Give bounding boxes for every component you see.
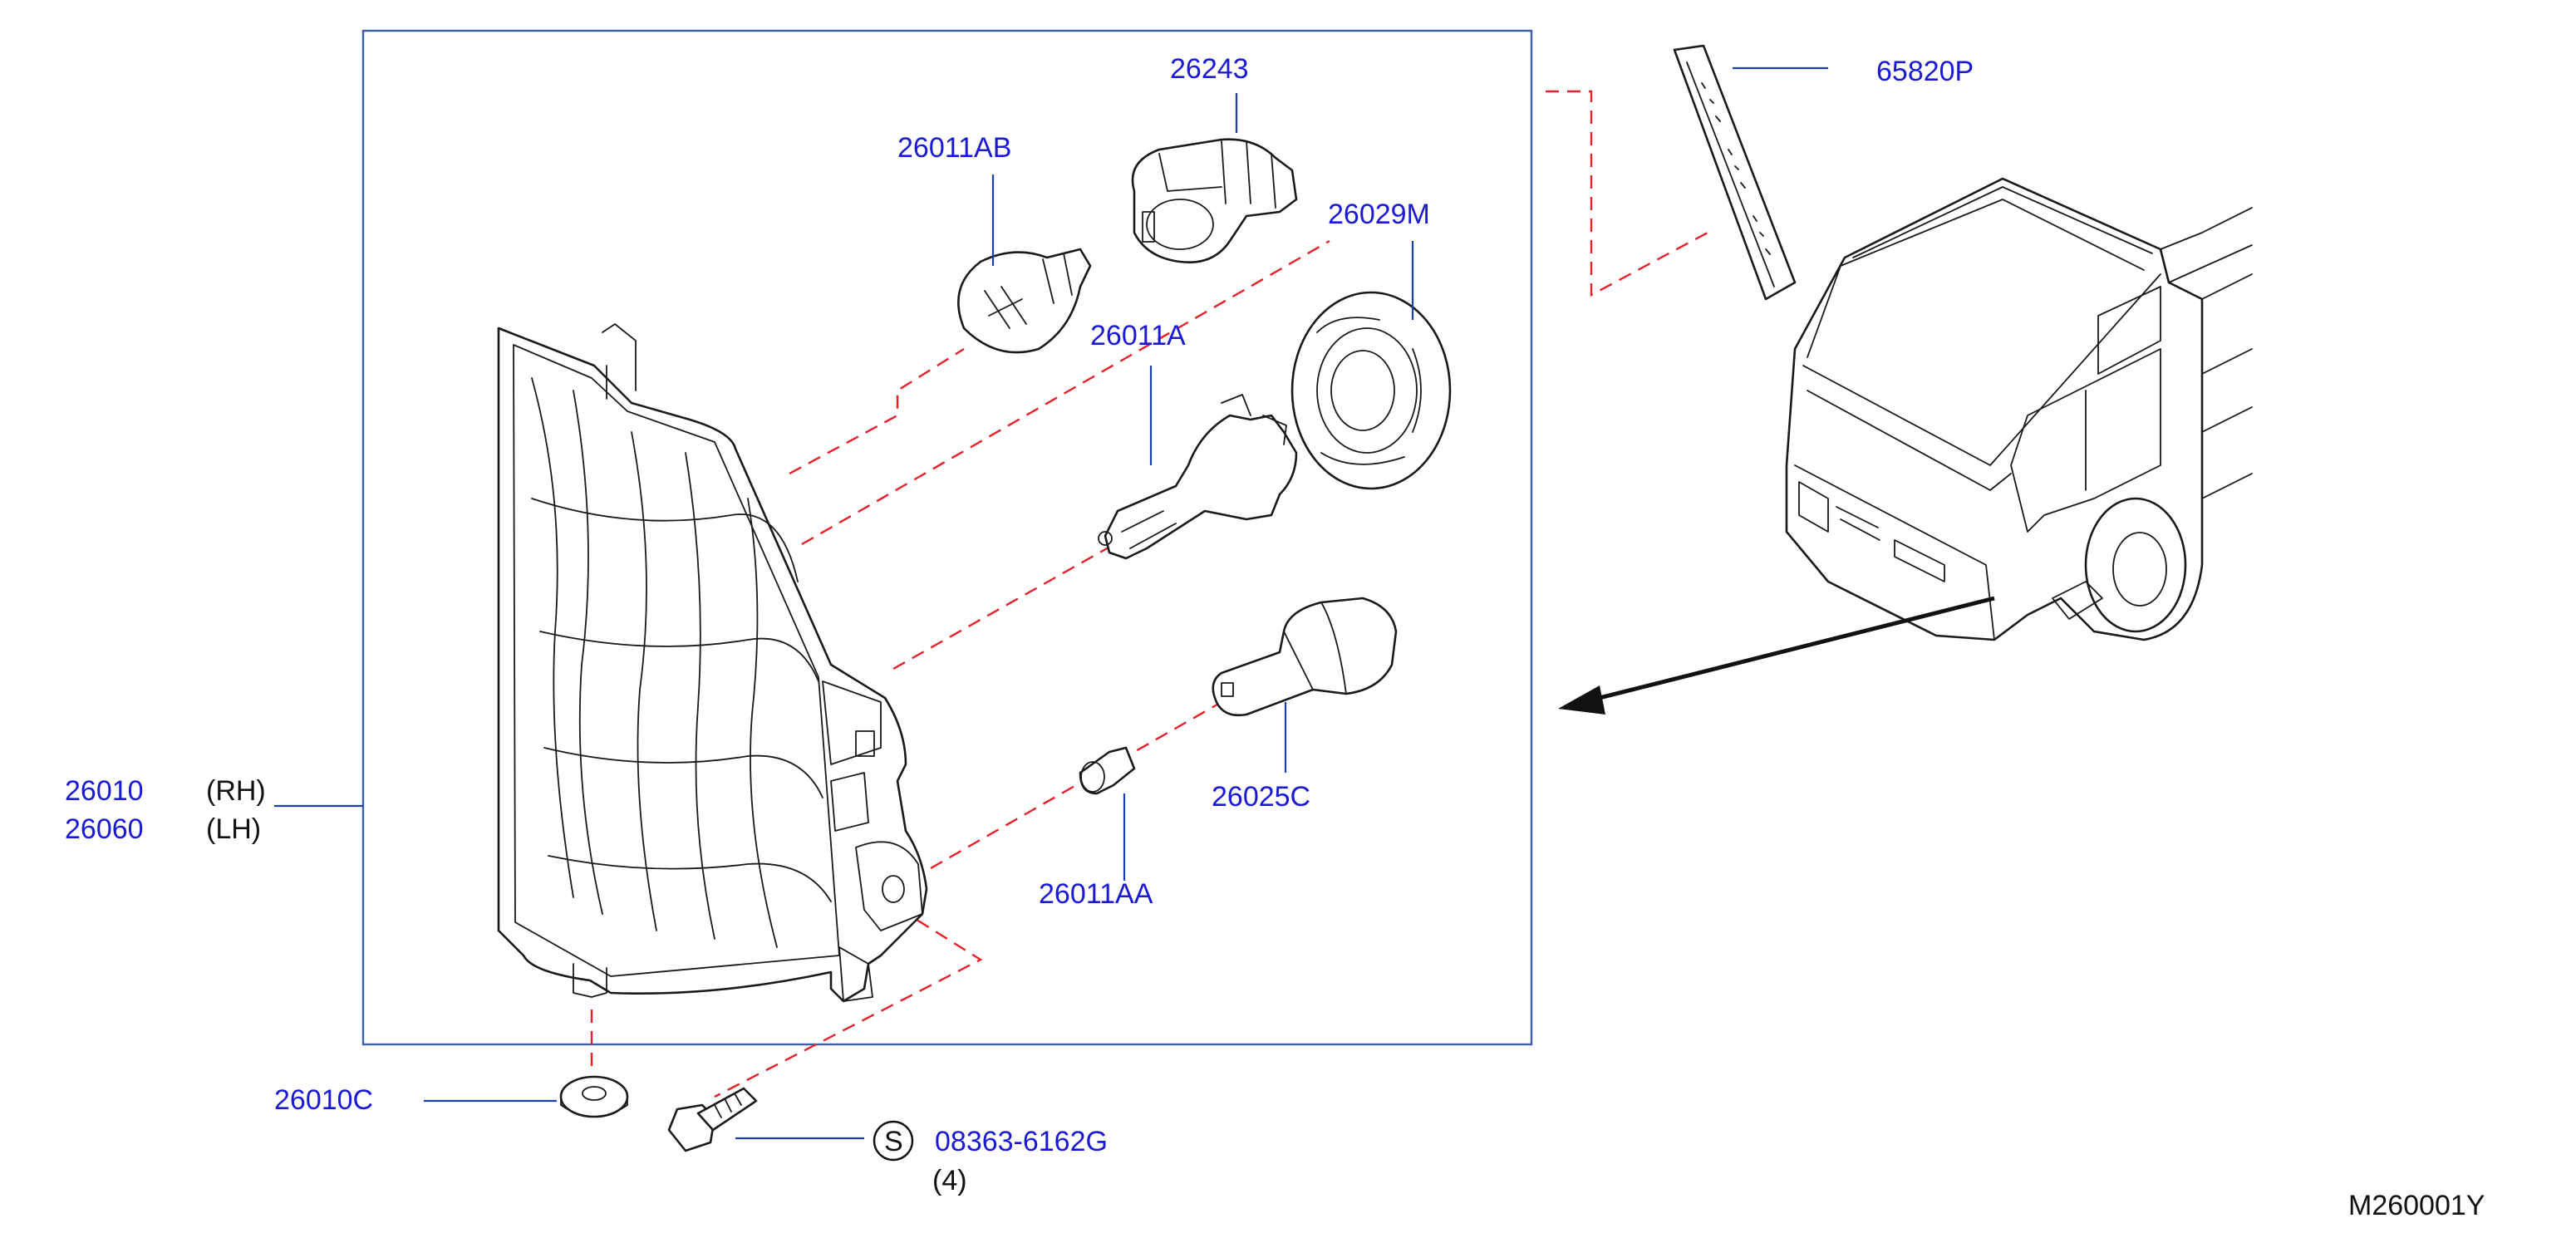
label-26243[interactable]: 26243	[1170, 53, 1249, 85]
label-26010-side: (RH)	[206, 775, 266, 807]
label-26011A[interactable]: 26011A	[1090, 320, 1186, 351]
label-26029M[interactable]: 26029M	[1328, 199, 1430, 230]
assembly-frame	[361, 29, 1533, 1046]
assembly-dash-lines	[590, 90, 1708, 1098]
standard-part-symbol: S	[884, 1126, 903, 1157]
label-26010C[interactable]: 26010C	[274, 1084, 373, 1116]
label-08363-6162G[interactable]: 08363-6162G	[935, 1126, 1108, 1157]
label-65820P[interactable]: 65820P	[1876, 56, 1974, 87]
trim-strip-65820P-drawing[interactable]	[1673, 44, 1797, 301]
label-26025C[interactable]: 26025C	[1212, 781, 1310, 813]
location-arrow	[1558, 596, 1995, 715]
bulb-26011AA-drawing[interactable]	[1079, 746, 1136, 795]
diagram-id: M260001Y	[2348, 1190, 2485, 1221]
label-08363-qty: (4)	[932, 1165, 967, 1196]
socket-26025C-drawing[interactable]	[1212, 597, 1398, 717]
label-26060-side: (LH)	[206, 813, 261, 845]
label-26010[interactable]: 26010	[65, 775, 144, 807]
grommet-26010C-drawing[interactable]	[559, 1075, 629, 1118]
socket-26243-drawing[interactable]	[1131, 138, 1298, 263]
label-26011AA[interactable]: 26011AA	[1039, 878, 1153, 910]
bulb-26011A-drawing[interactable]	[1098, 394, 1298, 560]
label-26011AB[interactable]: 26011AB	[897, 132, 1011, 164]
truck-illustration	[1785, 177, 2253, 641]
rubber-cap-26029M-drawing[interactable]	[1290, 291, 1452, 490]
bulb-26011AB-drawing[interactable]	[957, 248, 1092, 354]
leader-lines	[274, 66, 1828, 1140]
bolt-08363-drawing[interactable]	[667, 1087, 758, 1152]
label-26060[interactable]: 26060	[65, 813, 144, 845]
standard-part-symbol-circle	[873, 1120, 914, 1162]
headlamp-assembly-drawing[interactable]	[497, 323, 928, 1003]
